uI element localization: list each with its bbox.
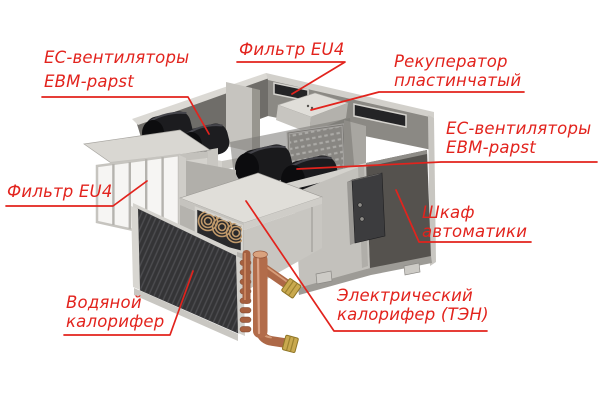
copper-pipes — [239, 250, 302, 353]
ahu-unit — [83, 73, 436, 353]
base-feet — [315, 262, 421, 285]
label-line: EBM-papst — [44, 72, 134, 91]
label-line: автоматики — [422, 222, 528, 241]
label-line: калорифер (ТЭН) — [337, 305, 489, 324]
brass-fitting-upper — [281, 278, 302, 299]
label-filter-left: Фильтр EU4 — [7, 182, 113, 201]
leader-recuperator — [310, 91, 525, 111]
label-line: Шкаф — [422, 203, 475, 222]
label-line: ЕС-вентиляторы — [446, 119, 592, 138]
label-filter-top: Фильтр EU4 — [239, 40, 345, 59]
label-fans-left: ЕС-вентиляторы EBM-papst — [44, 46, 189, 94]
label-water-heater: Водяной калорифер — [66, 293, 164, 331]
water-heater-coil — [131, 203, 245, 341]
label-electric-heater: Электрический калорифер (ТЭН) — [337, 286, 489, 324]
label-recuperator: Рекуператор пластинчатый — [394, 52, 521, 90]
label-line: калорифер — [66, 312, 165, 331]
label-line: EBM-papst — [446, 138, 536, 157]
leader-water-heater — [63, 270, 194, 336]
divider-wall — [226, 82, 252, 152]
leader-control-cabinet — [395, 189, 532, 243]
label-control-cabinet: Шкаф автоматики — [422, 203, 527, 241]
label-line: пластинчатый — [394, 71, 522, 90]
leader-filter-left — [5, 180, 148, 207]
label-line: Фильтр EU4 — [7, 182, 113, 201]
filter-slot-right — [353, 103, 407, 128]
leader-lines — [5, 61, 598, 336]
brass-fitting-lower — [281, 334, 299, 353]
label-line: Рекуператор — [394, 52, 508, 71]
control-cabinet — [347, 172, 386, 245]
label-line: Электрический — [337, 286, 473, 305]
label-line: Фильтр EU4 — [239, 40, 345, 59]
leader-electric-heater — [245, 200, 488, 332]
back-right-wall — [268, 76, 432, 150]
label-fans-right: ЕС-вентиляторы EBM-papst — [446, 119, 591, 157]
label-line: Водяной — [66, 293, 142, 312]
leader-fans-left — [41, 96, 210, 135]
leader-fans-right — [296, 161, 598, 170]
leader-filter-top — [236, 61, 346, 95]
label-line: ЕС-вентиляторы — [44, 48, 190, 67]
